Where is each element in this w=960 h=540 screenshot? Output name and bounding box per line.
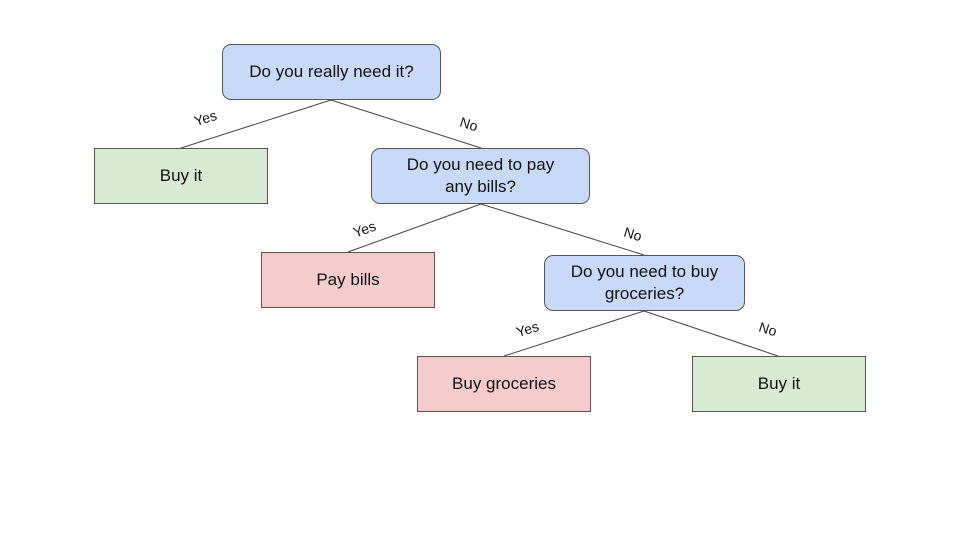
node-label: Do you need to pay any bills? — [406, 155, 555, 196]
node-label: Buy it — [757, 374, 801, 393]
decision-node-pay-bills: Do you need to pay any bills? — [371, 148, 590, 204]
edge-q3-no — [643, 310, 779, 357]
node-label: Do you need to buy groceries? — [570, 262, 719, 303]
node-label: Do you really need it? — [249, 62, 414, 81]
outcome-node-buy-groceries: Buy groceries — [417, 356, 591, 412]
edge-q3-yes — [503, 310, 645, 357]
node-label: Buy groceries — [452, 374, 556, 393]
edge-q2-no — [480, 203, 645, 256]
edge-q1-no — [330, 99, 482, 149]
decision-node-need-it: Do you really need it? — [222, 44, 441, 100]
decision-node-buy-groceries: Do you need to buy groceries? — [544, 255, 745, 311]
edge-q2-yes — [347, 203, 482, 253]
outcome-node-buy-it: Buy it — [692, 356, 866, 412]
node-label: Buy it — [159, 166, 203, 185]
node-label: Pay bills — [316, 270, 380, 289]
outcome-node-buy-it: Buy it — [94, 148, 268, 204]
edge-q1-yes — [180, 99, 332, 149]
outcome-node-pay-bills: Pay bills — [261, 252, 435, 308]
